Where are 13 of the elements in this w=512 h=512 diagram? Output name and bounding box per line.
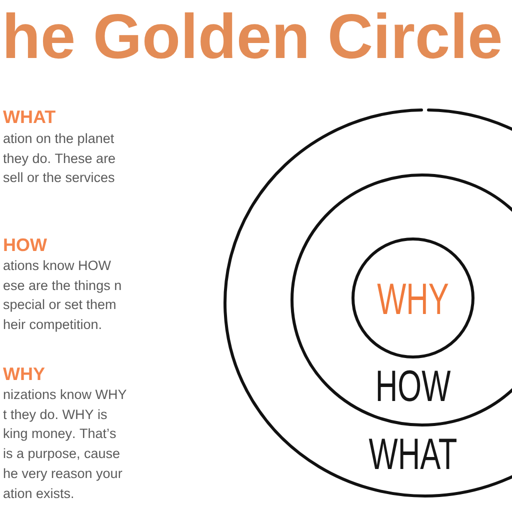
ring-label: WHAT [368,433,458,477]
ring-label: WHY [377,278,449,322]
section-heading: HOW [3,235,47,255]
ring-label: HOW [375,365,451,409]
page-title: he Golden Circle [2,6,503,69]
outer-ring [223,108,512,498]
section-heading: WHAT [3,107,56,127]
section-heading: WHY [3,364,45,384]
inner-circle [351,237,475,359]
section-text: ations know HOW ese are the things n special or set them heir competition. [3,257,123,334]
section-text: ation on the planet they do. These are sell or the services [3,130,117,188]
middle-ring [290,173,512,427]
section-text: nizations know WHY t they do. WHY is king money. That’s is a purpose, cause he very reason your ation exists. [3,386,128,503]
